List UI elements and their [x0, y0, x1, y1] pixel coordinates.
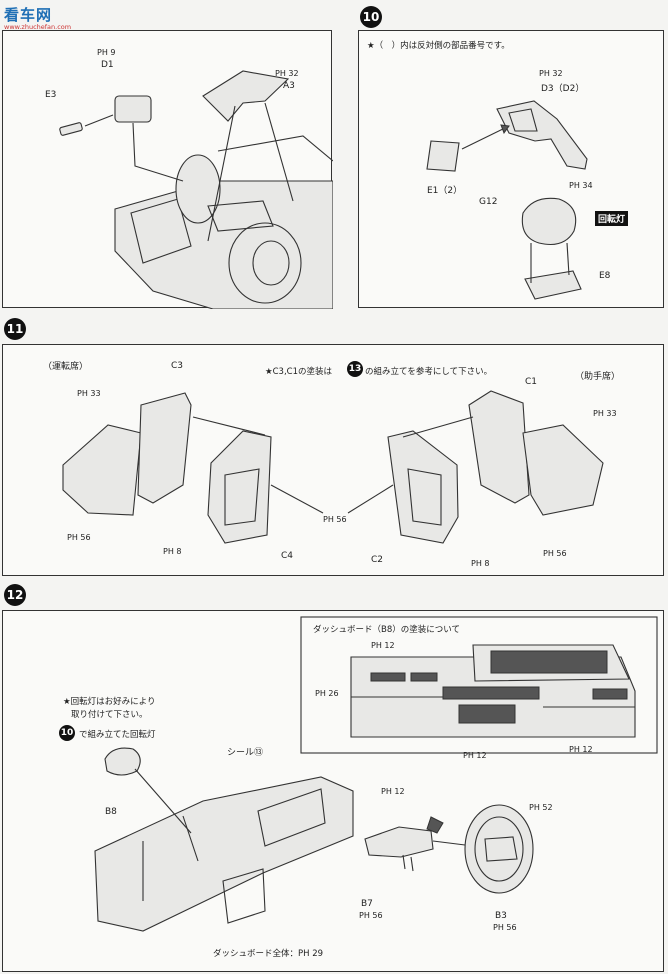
- step10-ref-d3: PH 32: [539, 69, 563, 78]
- part-e8: [524, 270, 582, 300]
- inset-ref-1: PH 12: [371, 641, 395, 650]
- step-12-badge: 12: [4, 584, 26, 606]
- part-b7-column: [364, 826, 434, 858]
- step12-ref-b3: PH 56: [493, 923, 517, 932]
- part-e1: [426, 140, 460, 172]
- driver-seat-base: [62, 424, 142, 516]
- step12-label-b3: B3: [495, 911, 507, 921]
- chassis-opening: [130, 198, 192, 264]
- step-11-panel: （運転席） C3 ★C3,C1の塗装は 13 の組み立てを参考にして下さい。 （…: [2, 344, 664, 576]
- passenger-seat-base: [522, 424, 604, 516]
- part-g12-beacon: [521, 197, 577, 246]
- inset-ref-4: PH 12: [569, 745, 593, 754]
- part-d3: [496, 100, 588, 170]
- step11-label-c4: C4: [281, 551, 294, 561]
- part-a3: [202, 70, 290, 122]
- step11-ref-6: PH 56: [543, 549, 567, 558]
- step-12-panel: ダッシュボード（B8）の塗装について PH 12 PH 26 PH 12 PH …: [2, 610, 664, 972]
- beacon-assembled: [104, 747, 141, 776]
- step9-label-e3: E3: [45, 90, 57, 100]
- step12-label-b8: B8: [105, 807, 117, 817]
- site-watermark-logo: 看车网 www.zhuchefan.com: [4, 4, 71, 31]
- step-11-illustration: [62, 390, 604, 544]
- step11-note-prefix: ★C3,C1の塗装は: [265, 367, 333, 377]
- part-c4: [207, 430, 272, 544]
- part-c3: [137, 392, 192, 504]
- step9-ref-d1: PH 9: [97, 48, 116, 57]
- part-c1: [468, 390, 530, 504]
- step11-ref-1: PH 33: [77, 389, 101, 398]
- inset-meter-screen: [490, 650, 608, 674]
- inset-ref-3: PH 12: [463, 751, 487, 760]
- part-c2: [387, 430, 459, 544]
- passenger-seat-label: （助手席）: [575, 372, 621, 382]
- step-9-illustration: [59, 70, 333, 309]
- inset-ref-2: PH 26: [315, 689, 339, 698]
- step-10-badge: 10: [360, 6, 382, 28]
- step11-note-suffix: の組み立てを参考にして下さい。: [365, 367, 493, 377]
- inset-title: ダッシュボード（B8）の塗装について: [313, 625, 460, 635]
- beacon-note-2: 取り付けて下さい。: [71, 710, 148, 720]
- step9-label-d1: D1: [101, 60, 114, 70]
- step11-ref-7: PH 8: [471, 559, 490, 568]
- step11-label-c3: C3: [171, 361, 184, 371]
- step11-label-c2: C2: [371, 555, 384, 565]
- step10-label-g12: G12: [479, 197, 498, 207]
- step11-ref-3: PH 8: [163, 547, 182, 556]
- beacon-tag: 回転灯: [595, 211, 629, 226]
- beacon-note-1: ★回転灯はお好みにより: [63, 697, 156, 707]
- step-12-illustration: [94, 616, 658, 932]
- step-10-illustration: [426, 100, 588, 300]
- step11-ref-5: PH 33: [593, 409, 617, 418]
- step-11-badge: 11: [4, 318, 26, 340]
- watermark-brand: 看车网: [4, 6, 53, 24]
- step11-ref-2: PH 56: [67, 533, 91, 542]
- step10-label-d3: D3（D2）: [541, 84, 585, 94]
- chassis-frame: [114, 180, 333, 309]
- inset-box: [300, 616, 658, 754]
- dashboard-footer-note: ダッシュボード全体：PH 29: [213, 949, 324, 959]
- step12-ref-column: PH 12: [381, 787, 405, 796]
- step12-ref-b7: PH 56: [359, 911, 383, 920]
- step-9-panel: PH 9 D1 E3 PH 32 A3: [2, 30, 333, 309]
- step11-note-step-badge: 13: [347, 361, 363, 377]
- part-d1: [114, 95, 152, 123]
- step11-label-c1: C1: [525, 377, 538, 387]
- step12-label-b7: B7: [361, 899, 373, 909]
- step9-ref-a3: PH 32: [275, 69, 299, 78]
- part-e3: [59, 122, 83, 136]
- watermark-url: www.zhuchefan.com: [4, 23, 72, 31]
- step-10-panel: ★（ ）内は反対側の部品番号です。 PH 32 D3（D2） E1（2） PH …: [358, 30, 664, 308]
- beacon-step-badge: 10: [59, 725, 75, 741]
- seal-label: シール⑬: [227, 748, 264, 758]
- beacon-step-text: で組み立てた回転灯: [79, 730, 156, 740]
- driver-seat-label: （運転席）: [43, 362, 89, 372]
- step10-label-e8: E8: [599, 271, 611, 281]
- seal-13-area: [257, 788, 326, 847]
- step12-ref-wheel: PH 52: [529, 803, 553, 812]
- front-wheel: [228, 222, 302, 304]
- step10-label-e1: E1（2）: [427, 186, 463, 196]
- step9-label-a3: A3: [283, 81, 295, 91]
- step10-ref-g12: PH 34: [569, 181, 593, 190]
- step10-note: ★（ ）内は反対側の部品番号です。: [367, 41, 510, 51]
- step11-ref-4: PH 56: [323, 515, 347, 524]
